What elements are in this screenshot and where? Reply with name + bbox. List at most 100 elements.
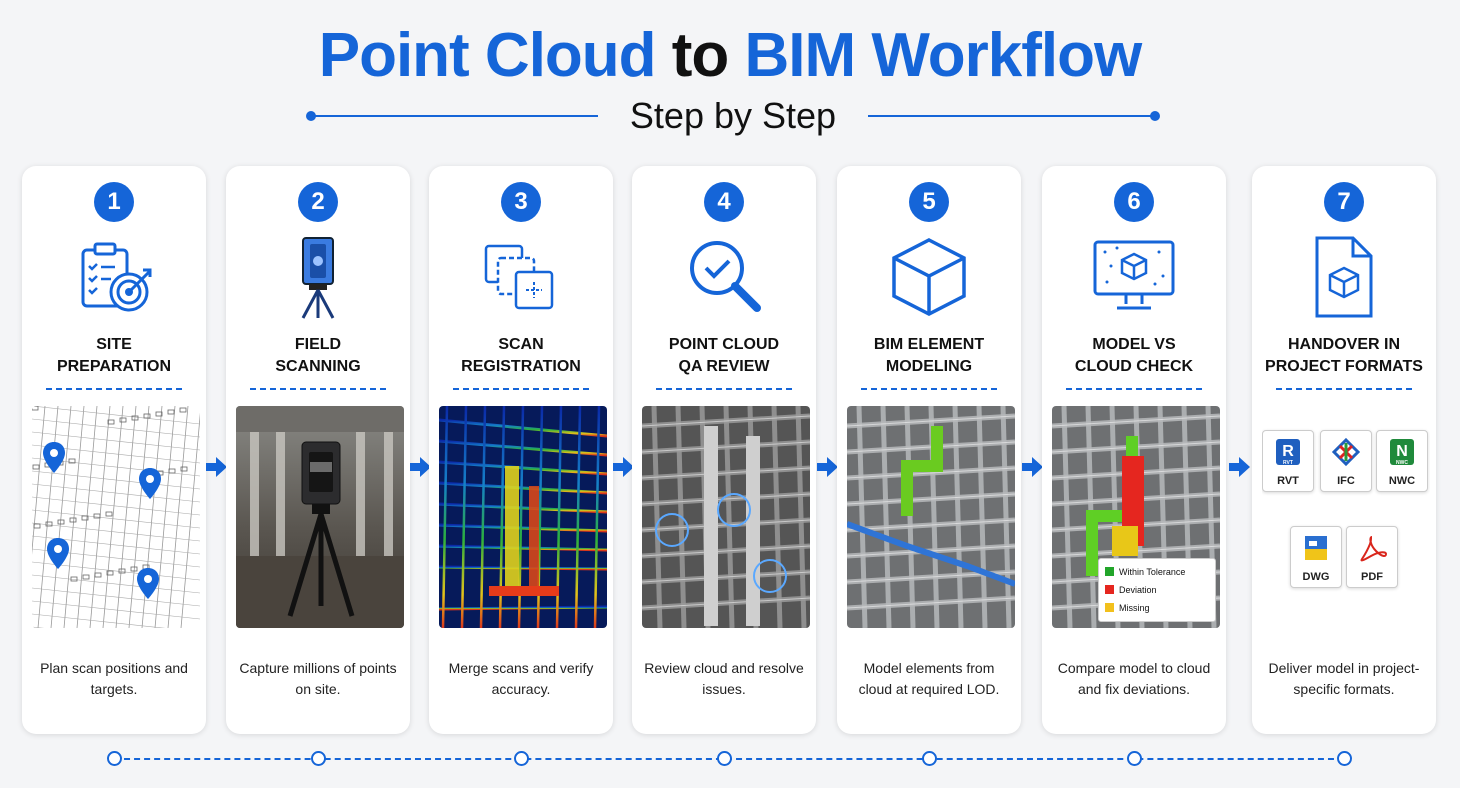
step-number-badge: 2 [298, 182, 338, 222]
scan-position-marker [139, 468, 161, 499]
legend-entry: Deviation [1105, 581, 1209, 599]
title-part-3: BIM Workflow [744, 21, 1143, 90]
step-description: Compare model to cloud and fix deviation… [1057, 660, 1211, 697]
dwg-file-icon [1305, 536, 1327, 560]
timeline-dot [716, 751, 732, 766]
issue-marker [717, 493, 751, 527]
page-title: Point Cloud to BIM Workflow [0, 18, 1460, 94]
step-description: Plan scan positions and targets. [40, 660, 188, 697]
step-description: Review cloud and resolve issues. [644, 660, 804, 697]
pdf-file-icon [1360, 536, 1387, 562]
legend-swatch [1105, 603, 1114, 612]
step-title-line: SCANNING [275, 358, 361, 375]
legend-label: Within Tolerance [1119, 567, 1186, 577]
format-file-ifc: IFC [1320, 430, 1372, 492]
step-image-grayscale-point-cloud-with-issues [642, 406, 810, 628]
issue-marker [655, 513, 689, 547]
step-divider [656, 388, 792, 390]
step-description: Capture millions of points on site. [239, 660, 397, 697]
step-image-modeled-pipes [847, 406, 1015, 628]
flow-arrow-icon [610, 454, 636, 480]
format-file-dwg: DWG [1290, 526, 1342, 588]
step-image-floor-plan-with-scan-markers [32, 406, 200, 628]
subtitle-dot-right [1150, 111, 1160, 121]
legend-entry: Within Tolerance [1105, 563, 1209, 581]
timeline-dot [1336, 751, 1352, 766]
format-label: RVT [1277, 475, 1299, 487]
format-label: NWC [1388, 475, 1416, 487]
timeline-dot [1126, 751, 1142, 766]
step-title-line: QA REVIEW [678, 358, 770, 375]
step-image-scanner-on-tripod-in-hall [236, 406, 404, 628]
step-description: Model elements from cloud at required LO… [858, 660, 1000, 697]
step-divider [453, 388, 589, 390]
step-number-badge: 7 [1324, 182, 1364, 222]
timeline-dot [513, 751, 529, 766]
step-divider [250, 388, 386, 390]
legend-label: Deviation [1119, 585, 1157, 595]
step-title: SCAN REGISTRATION [433, 334, 609, 378]
timeline-dot [106, 751, 122, 766]
format-label: IFC [1337, 475, 1355, 487]
step-title-line: REGISTRATION [461, 358, 581, 375]
subtitle-row: Step by Step [306, 96, 1160, 136]
step-title-line: PREPARATION [56, 358, 172, 375]
overlapping-scans-icon [476, 232, 566, 322]
step-divider [861, 388, 997, 390]
step-title-line: PROJECT FORMATS [1265, 358, 1423, 375]
step-number-badge: 6 [1114, 182, 1154, 222]
laser-scanner-icon [273, 232, 363, 322]
subtitle-line-left [310, 115, 598, 117]
step-title: POINT CLOUD QA REVIEW [636, 334, 812, 378]
step-title-line: MODEL VS [1092, 336, 1176, 353]
step-description: Deliver model in project-specific format… [1268, 660, 1420, 697]
subtitle-line-right [868, 115, 1156, 117]
format-label: DWG [1302, 571, 1330, 583]
step-number-badge: 1 [94, 182, 134, 222]
clipboard-target-icon [69, 232, 159, 322]
step-number-badge: 3 [501, 182, 541, 222]
step-title-line: POINT CLOUD [668, 336, 780, 353]
ifc-logo-icon [1331, 437, 1361, 467]
step-title-line: CLOUD CHECK [1074, 358, 1194, 375]
timeline-dot [921, 751, 937, 766]
legend-entry: Missing [1105, 599, 1209, 617]
step-title-line: SCAN [498, 336, 544, 353]
flow-arrow-icon [1226, 454, 1252, 480]
issue-marker [753, 559, 787, 593]
step-description: Merge scans and verify accuracy. [448, 660, 594, 697]
step-title-line: BIM ELEMENT [873, 336, 985, 353]
legend-swatch [1105, 585, 1114, 594]
scan-position-marker [137, 568, 159, 599]
flow-arrow-icon [1019, 454, 1045, 480]
subtitle: Step by Step [629, 95, 837, 136]
step-divider [1066, 388, 1202, 390]
step-image-colorized-point-cloud [439, 406, 607, 628]
legend-label: Missing [1119, 603, 1150, 613]
step-divider [1276, 388, 1412, 390]
scan-position-marker [47, 538, 69, 569]
step-title: MODEL VS CLOUD CHECK [1046, 334, 1222, 378]
step-divider [46, 388, 182, 390]
legend-swatch [1105, 567, 1114, 576]
flow-arrow-icon [814, 454, 840, 480]
flow-arrow-icon [407, 454, 433, 480]
format-file-pdf: PDF [1346, 526, 1398, 588]
document-cube-icon [1299, 232, 1389, 322]
cube-icon [884, 232, 974, 322]
step-number-badge: 4 [704, 182, 744, 222]
